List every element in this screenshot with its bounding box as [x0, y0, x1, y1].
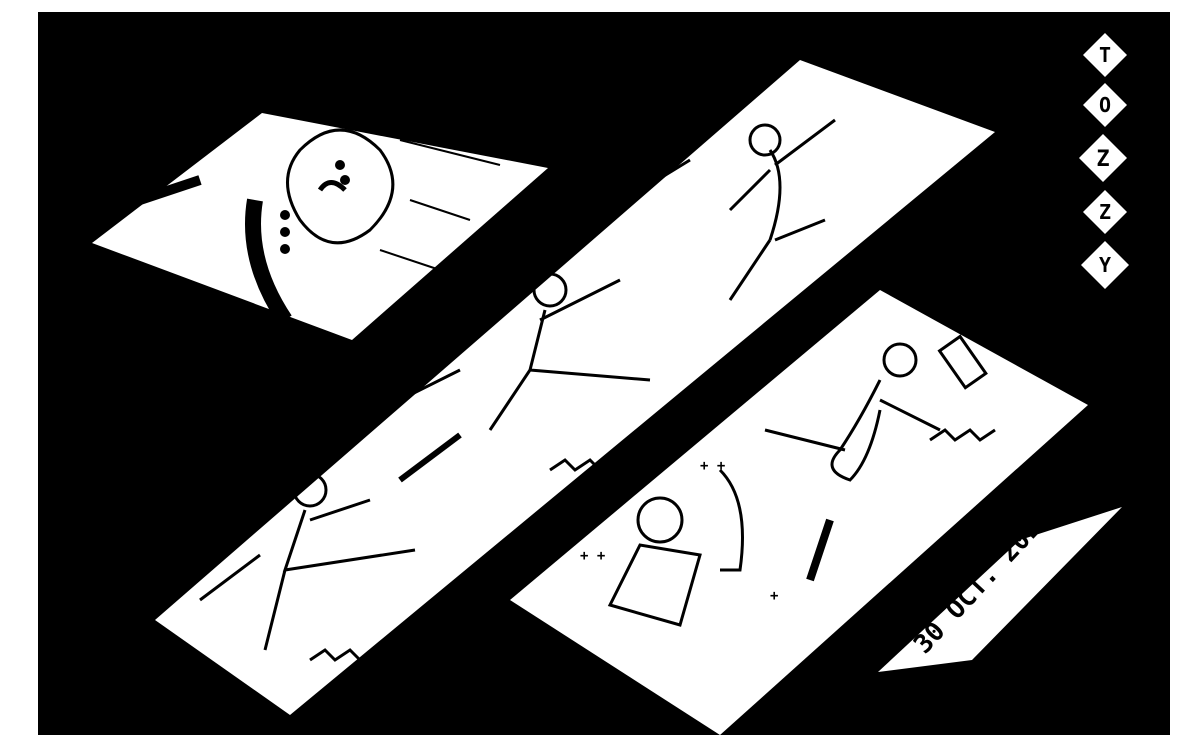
svg-text:+ +: + +	[580, 548, 605, 564]
svg-text:+ +: + +	[700, 458, 725, 474]
title-letter-z1: Z	[1096, 147, 1109, 172]
title-letter-t: T	[1099, 43, 1111, 67]
svg-text:+: +	[770, 588, 778, 604]
title-letter-o: O	[1099, 93, 1111, 117]
panel-crying-face	[92, 113, 548, 340]
panel-chase	[155, 60, 995, 715]
title-letter-z2: Z	[1099, 200, 1111, 224]
title-letter-y: Y	[1099, 253, 1111, 277]
panel-clash: + + + + +	[510, 290, 1088, 735]
title-tozzy: T O Z Z Y	[1079, 33, 1129, 289]
